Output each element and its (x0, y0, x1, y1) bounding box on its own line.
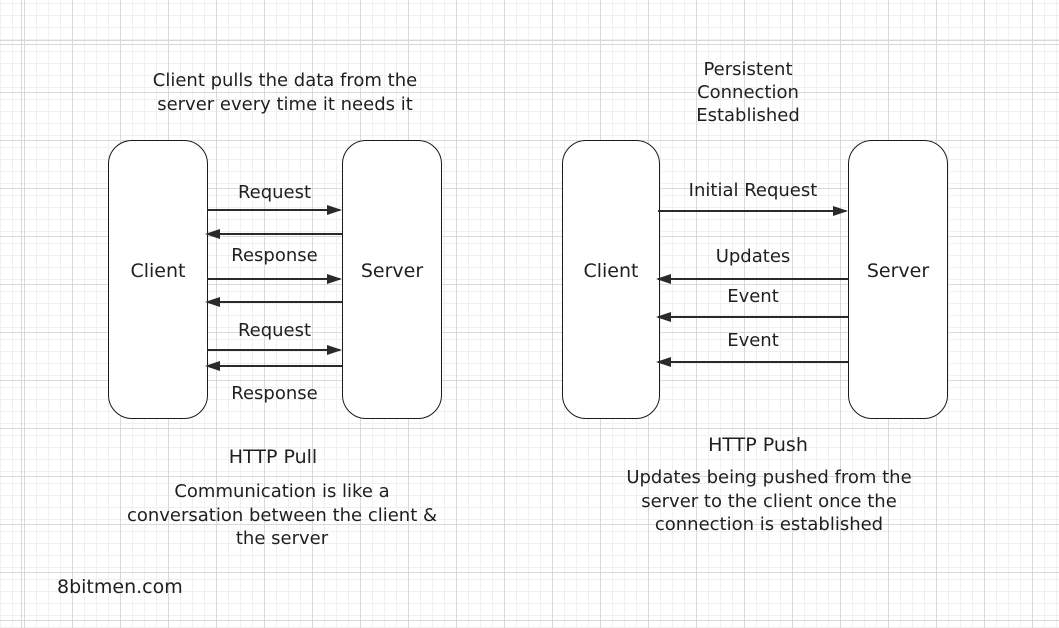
push-client-label: Client (583, 259, 639, 282)
pull-message-label-request-1: Request (237, 182, 312, 203)
push-arrow-left-1 (656, 273, 848, 284)
pull-client-node: Client (108, 140, 208, 419)
pull-client-label: Client (130, 259, 186, 282)
push-server-label: Server (866, 259, 930, 282)
pull-caption-body: Communication is like a conversation bet… (126, 481, 438, 549)
pull-arrow-right-1 (207, 204, 342, 215)
push-caption-title: HTTP Push (708, 434, 808, 456)
pull-server-label: Server (360, 259, 424, 282)
pull-message-label-request-2: Request (237, 320, 312, 341)
pull-arrow-left-3 (205, 360, 342, 371)
push-server-node: Server (848, 140, 948, 419)
push-arrow-left-2 (656, 311, 848, 322)
pull-server-node: Server (342, 140, 442, 419)
push-client-node: Client (562, 140, 660, 419)
pull-title: Client pulls the data from the server ev… (152, 70, 418, 115)
push-message-label-initial-request: Initial Request (688, 180, 818, 201)
push-arrow-right-1 (658, 205, 848, 216)
pull-caption-title: HTTP Pull (228, 446, 318, 468)
push-message-label-event-1: Event (727, 286, 779, 307)
pull-message-label-response-2: Response (231, 383, 318, 404)
push-message-label-event-2: Event (727, 330, 779, 351)
push-message-label-updates: Updates (715, 246, 791, 267)
pull-message-label-response-1: Response (231, 245, 318, 266)
site-watermark: 8bitmen.com (57, 576, 183, 598)
pull-arrow-right-2 (207, 273, 342, 284)
push-arrow-left-3 (656, 356, 848, 367)
pull-arrow-right-3 (207, 344, 342, 355)
push-caption-body: Updates being pushed from the server to … (626, 467, 912, 535)
pull-arrow-left-2 (205, 296, 342, 307)
push-title: Persistent Connection Established (696, 59, 800, 126)
pull-arrow-left-1 (205, 228, 342, 239)
